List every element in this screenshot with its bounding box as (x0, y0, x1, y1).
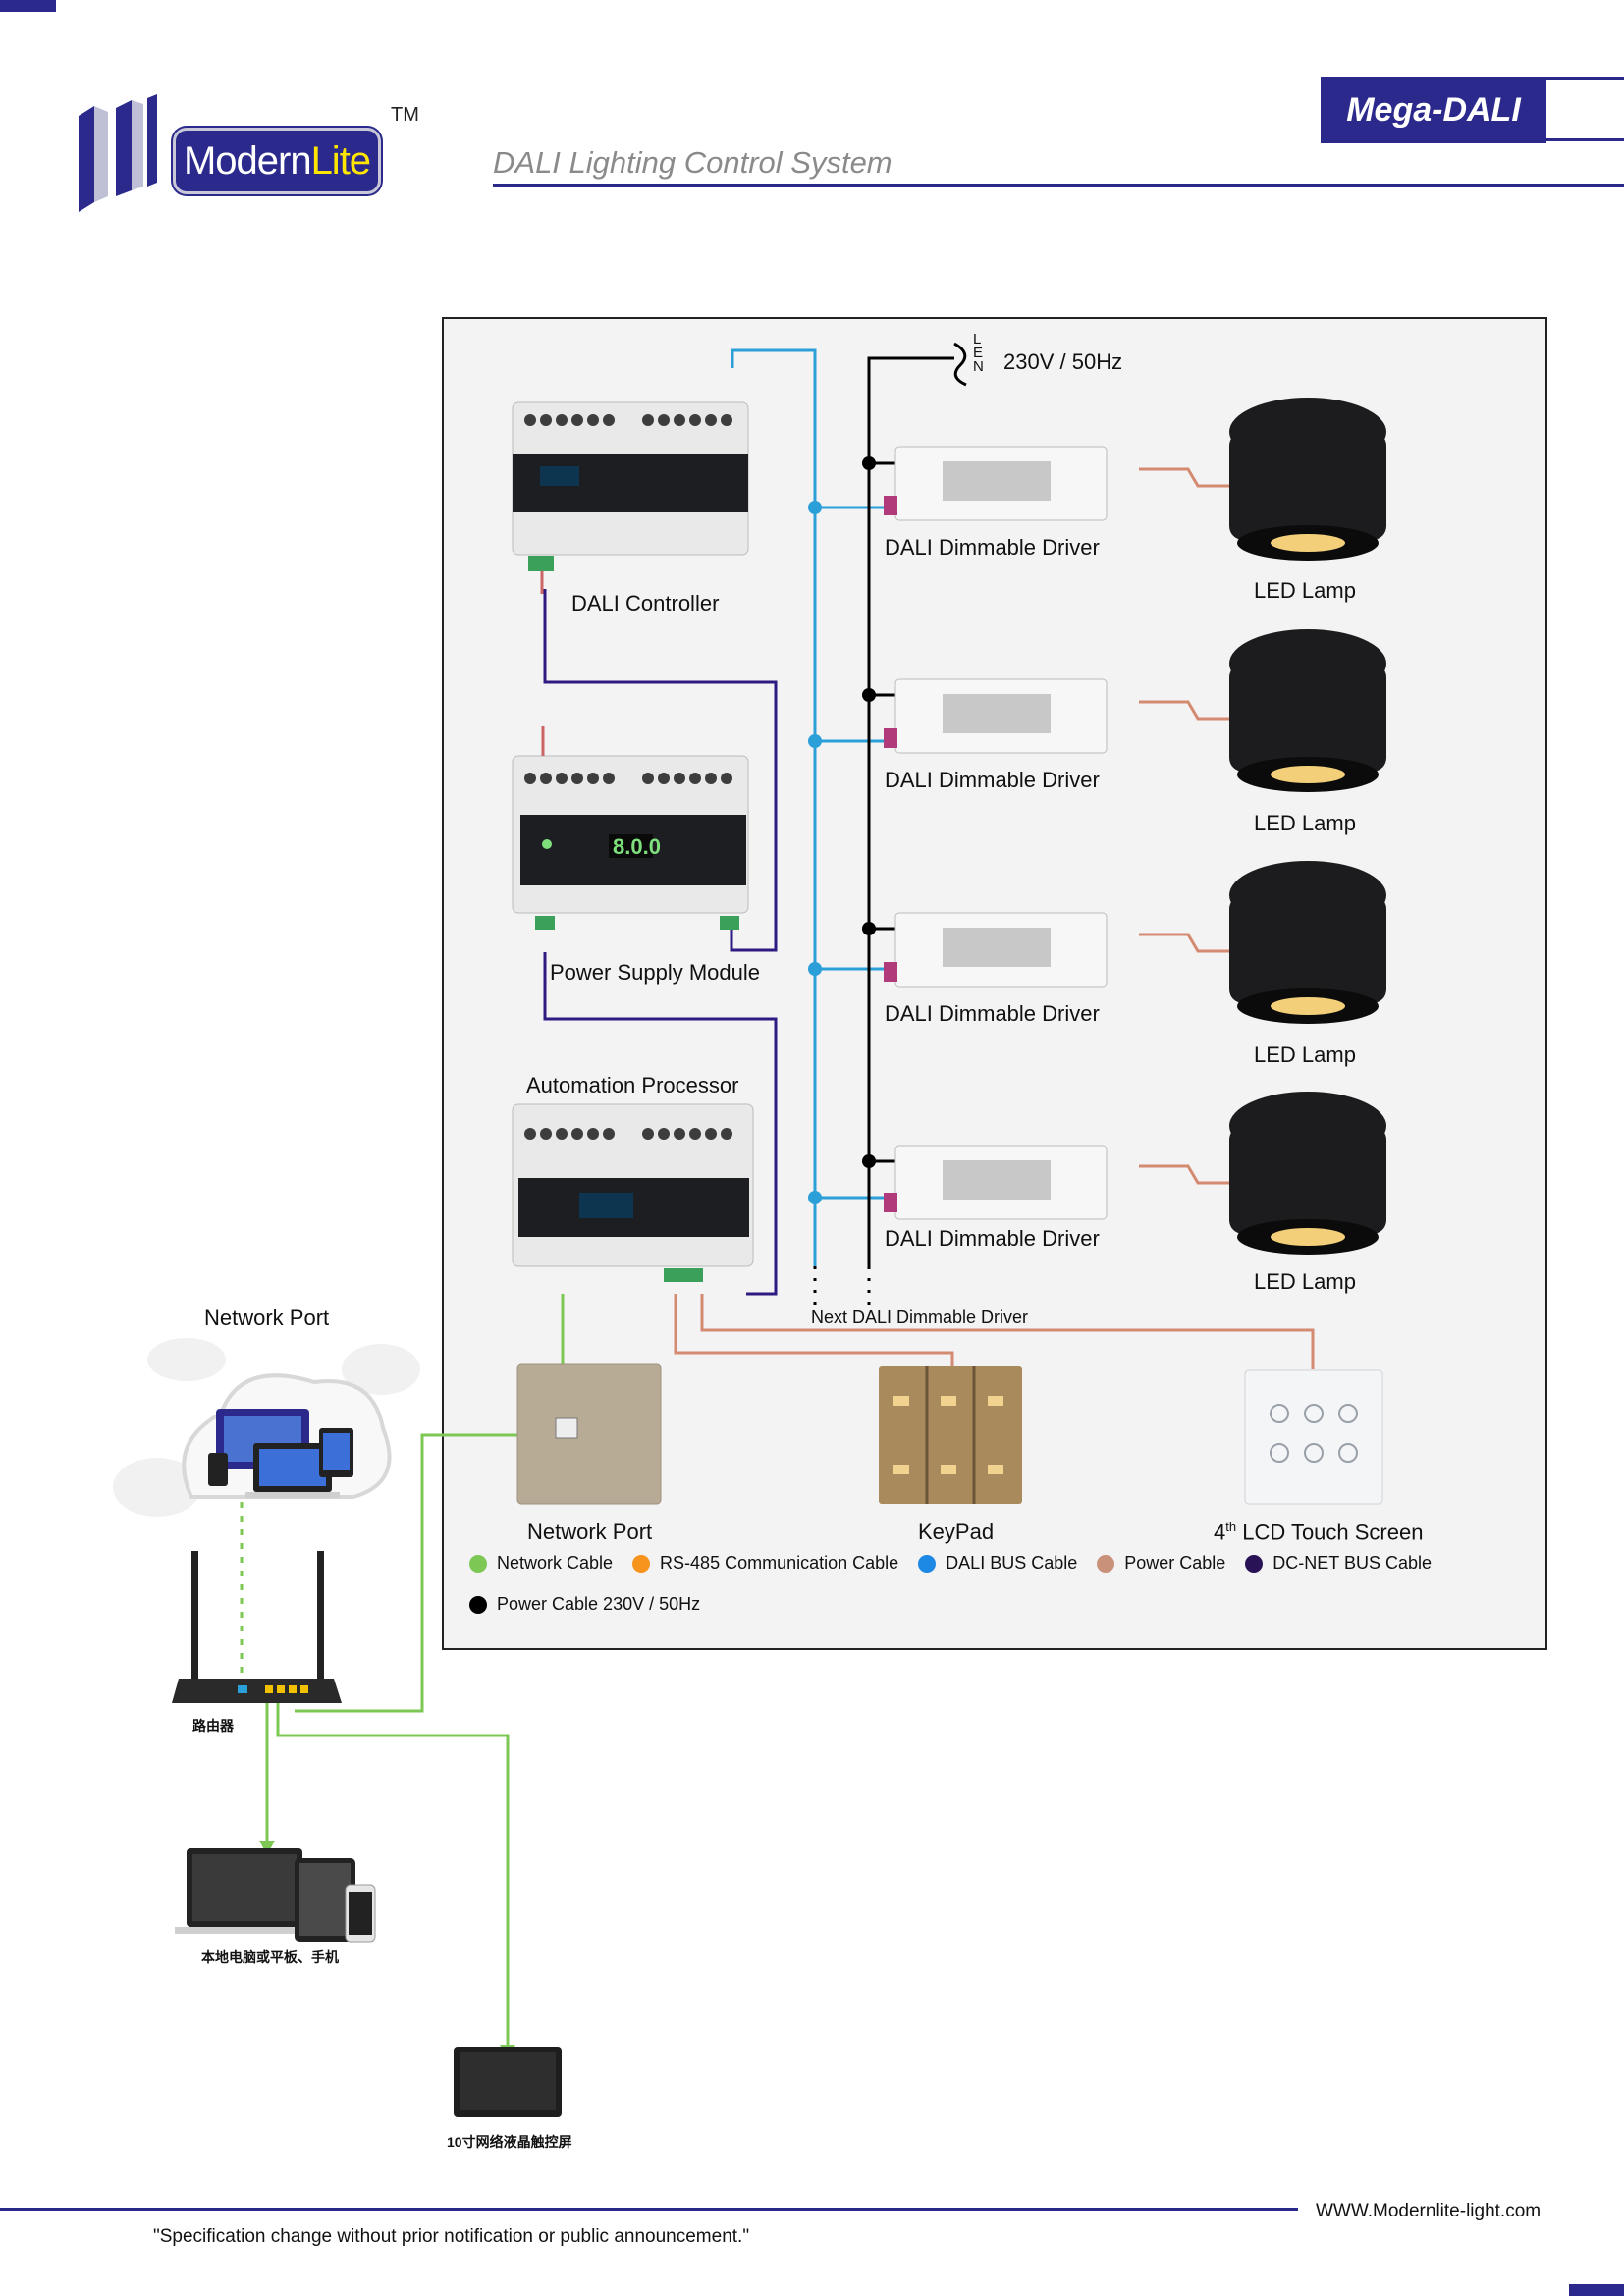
dc-net-bus-swatch (1245, 1554, 1264, 1573)
mains-cable-swatch (469, 1595, 487, 1614)
cloud-network-port-label: Network Port (204, 1306, 330, 1330)
mains-letters: L E N (973, 331, 984, 375)
mains-input-symbol (953, 342, 967, 387)
legend-item: DC-NET BUS Cable (1245, 1553, 1432, 1574)
keypad-device (879, 1366, 1022, 1504)
led-lamp-icon (1229, 629, 1386, 792)
router-label: 路由器 (192, 1718, 234, 1734)
led-lamp-label: LED Lamp (1254, 811, 1356, 835)
corner-accent-top (0, 0, 56, 12)
footer-website: WWW.Modernlite-light.com (1316, 2201, 1542, 2221)
corner-accent-bottom (1569, 2284, 1624, 2296)
dali-bus-junctions (808, 501, 822, 1204)
product-tag: Mega-DALI (1321, 77, 1546, 143)
accessory-power-cables (674, 1294, 1315, 1369)
cable-legend: Network Cable RS-485 Communication Cable… (469, 1553, 1432, 1574)
wall-panel-icon (454, 2047, 562, 2117)
touch-screen-label: 4th LCD Touch Screen (1214, 1520, 1424, 1545)
power-supply-module-label: Power Supply Module (550, 960, 761, 985)
local-devices-label: 本地电脑或平板、手机 (201, 1949, 339, 1965)
led-lamp-icons (1229, 398, 1386, 1255)
product-tag-frame (1546, 77, 1624, 141)
keypad-label: KeyPad (918, 1520, 995, 1544)
driver-label: DALI Dimmable Driver (885, 768, 1100, 792)
page-tagline: DALI Lighting Control System (493, 145, 893, 180)
footer-disclaimer: "Specification change without prior noti… (153, 2226, 750, 2247)
power-cable-swatch (1097, 1554, 1115, 1573)
touch-screen-device (1244, 1369, 1383, 1505)
legend-item: Power Cable (1097, 1553, 1225, 1574)
modernlite-logo: ModernLite TM (77, 94, 430, 222)
network-cables (240, 1294, 565, 2045)
legend-item: Power Cable 230V / 50Hz (469, 1594, 700, 1615)
bus-continuation-dots (813, 1266, 871, 1310)
driver-connectors (884, 496, 897, 1212)
led-lamp-icon (1229, 398, 1386, 561)
dali-driver-devices (894, 446, 1108, 1220)
legend-item: Network Cable (469, 1553, 613, 1574)
led-lamp-label: LED Lamp (1254, 1042, 1356, 1067)
legend-item: DALI BUS Cable (918, 1553, 1077, 1574)
led-lamp-icon (1229, 861, 1386, 1024)
footer-rule (0, 2208, 1298, 2211)
lamp-power-cables (1139, 467, 1229, 1185)
driver-label: DALI Dimmable Driver (885, 1001, 1100, 1026)
dali-bus-swatch (918, 1554, 937, 1573)
automation-processor-label: Automation Processor (526, 1073, 739, 1097)
dc-net-bus-cable (543, 589, 778, 1296)
local-devices-icon (175, 1848, 376, 1943)
rs485-cable-swatch (632, 1554, 651, 1573)
logo-wordmark: ModernLite (173, 128, 381, 194)
svg-text:8.0.0: 8.0.0 (613, 834, 661, 859)
next-driver-label: Next DALI Dimmable Driver (811, 1308, 1029, 1327)
network-cable-swatch (469, 1554, 487, 1573)
network-port-device (516, 1363, 662, 1505)
logo-bars-icon (79, 94, 157, 212)
cable-legend-row-2: Power Cable 230V / 50Hz (469, 1594, 700, 1615)
driver-label: DALI Dimmable Driver (885, 1226, 1100, 1251)
mains-junctions (862, 456, 876, 1168)
dali-controller-device (512, 401, 749, 594)
automation-processor-device (512, 1103, 754, 1282)
network-port-label: Network Port (527, 1520, 653, 1544)
led-lamp-label: LED Lamp (1254, 578, 1356, 603)
dali-bus-cable (731, 348, 889, 1266)
power-supply-module-device: 8.0.0 (512, 726, 749, 930)
header-rule (493, 184, 1624, 187)
trademark-mark: TM (391, 104, 419, 126)
led-lamp-icon (1229, 1092, 1386, 1255)
driver-label: DALI Dimmable Driver (885, 535, 1100, 560)
wall-panel-label: 10寸网络液晶触控屏 (447, 2134, 572, 2150)
driver-labels-art (943, 461, 1051, 1200)
mains-voltage-label: 230V / 50Hz (1003, 349, 1123, 374)
router-icon (172, 1551, 342, 1703)
dali-controller-label: DALI Controller (571, 591, 720, 615)
led-lamp-label: LED Lamp (1254, 1269, 1356, 1294)
legend-item: RS-485 Communication Cable (632, 1553, 898, 1574)
cloud-devices-icon (113, 1338, 420, 1517)
